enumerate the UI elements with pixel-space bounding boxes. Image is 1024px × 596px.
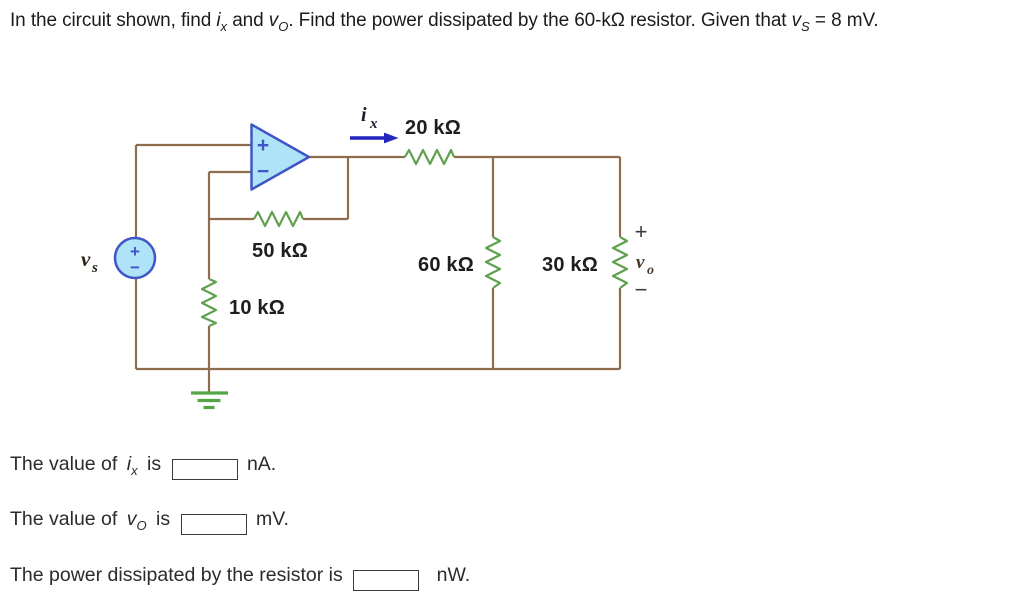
current-arrow-icon — [350, 132, 399, 144]
answer-line-vo: The value of vO is mV. — [10, 508, 289, 535]
resistor-20k-zigzag — [404, 148, 456, 166]
label-50k: 50 kΩ — [252, 240, 308, 262]
problem-statement: In the circuit shown, find ix and vO. Fi… — [10, 9, 879, 34]
statement-text-2: and — [227, 10, 269, 31]
line1-var: i — [126, 453, 132, 475]
current-sub: x — [369, 116, 378, 132]
label-20k: 20 kΩ — [405, 117, 461, 139]
resistor-50k-zigzag — [253, 210, 305, 228]
resistor-labels: 20 kΩ 50 kΩ 10 kΩ 60 kΩ 30 kΩ — [229, 117, 598, 319]
current-label: i x — [361, 104, 378, 132]
circuit-diagram: + − + − 20 kΩ 50 kΩ 10 kΩ 60 kΩ 30 kΩ i … — [81, 104, 654, 410]
resistor-elements — [200, 148, 629, 328]
voltage-source-icon — [113, 236, 157, 280]
source-var: v — [81, 247, 91, 271]
source-plus-sign: + — [130, 242, 140, 261]
line2-post: is — [156, 508, 171, 530]
output-minus-sign: − — [635, 277, 648, 302]
label-60k: 60 kΩ — [418, 254, 474, 276]
line2-pre: The value of — [10, 508, 118, 530]
label-30k: 30 kΩ — [542, 254, 598, 276]
current-var: i — [361, 104, 367, 126]
source-sub: s — [91, 260, 98, 276]
line1-sub: x — [131, 463, 138, 478]
opamp-signs: + − — [257, 134, 269, 183]
vs-variable: v — [791, 10, 802, 31]
line1-post: is — [147, 453, 162, 475]
line3-pre: The power dissipated by the resistor is — [10, 564, 343, 586]
vo-variable: v — [268, 10, 279, 31]
ix-answer-input[interactable] — [171, 459, 238, 480]
resistor-10k-zigzag — [200, 277, 218, 328]
label-10k: 10 kΩ — [229, 297, 285, 319]
vo-subscript: O — [278, 19, 289, 34]
line2-var: v — [126, 508, 137, 530]
answer-line-power: The power dissipated by the resistor is … — [10, 564, 470, 591]
vo-answer-input[interactable] — [180, 514, 247, 535]
line2-sub: O — [136, 518, 147, 533]
output-label: v o — [636, 252, 654, 278]
ix-subscript: x — [220, 19, 228, 34]
resistor-30k-zigzag — [611, 236, 629, 289]
statement-text-3: . Find the power dissipated by the 60-kΩ… — [288, 10, 792, 31]
statement-text-1: In the circuit shown, find — [10, 10, 217, 31]
circuit-wires — [134, 143, 622, 392]
ix-variable: i — [216, 10, 221, 31]
opamp-plus-sign: + — [257, 134, 269, 157]
wire-paths — [134, 143, 622, 392]
output-plus-sign: + — [635, 219, 648, 244]
line1-unit: nA. — [246, 453, 277, 475]
power-answer-input[interactable] — [353, 570, 420, 591]
source-minus-sign: − — [130, 258, 140, 277]
source-signs: + − — [130, 242, 140, 277]
vs-subscript: S — [801, 19, 810, 34]
source-label: v s — [81, 247, 98, 276]
resistor-60k-zigzag — [484, 236, 502, 289]
opamp-icon — [250, 123, 311, 191]
statement-text-4: = 8 mV. — [809, 10, 879, 31]
answer-line-ix: The value of ix is nA. — [10, 453, 276, 480]
source-circle — [113, 236, 157, 280]
output-polarity-signs: + − — [635, 219, 648, 302]
line2-unit: mV. — [255, 508, 289, 530]
ground-bars — [191, 391, 228, 410]
opamp-triangle — [250, 123, 311, 191]
opamp-minus-sign: − — [257, 160, 269, 183]
output-sub: o — [647, 263, 654, 278]
ground-icon — [191, 391, 228, 410]
line1-pre: The value of — [10, 453, 118, 475]
output-var: v — [636, 252, 645, 273]
line3-unit: nW. — [436, 564, 471, 586]
